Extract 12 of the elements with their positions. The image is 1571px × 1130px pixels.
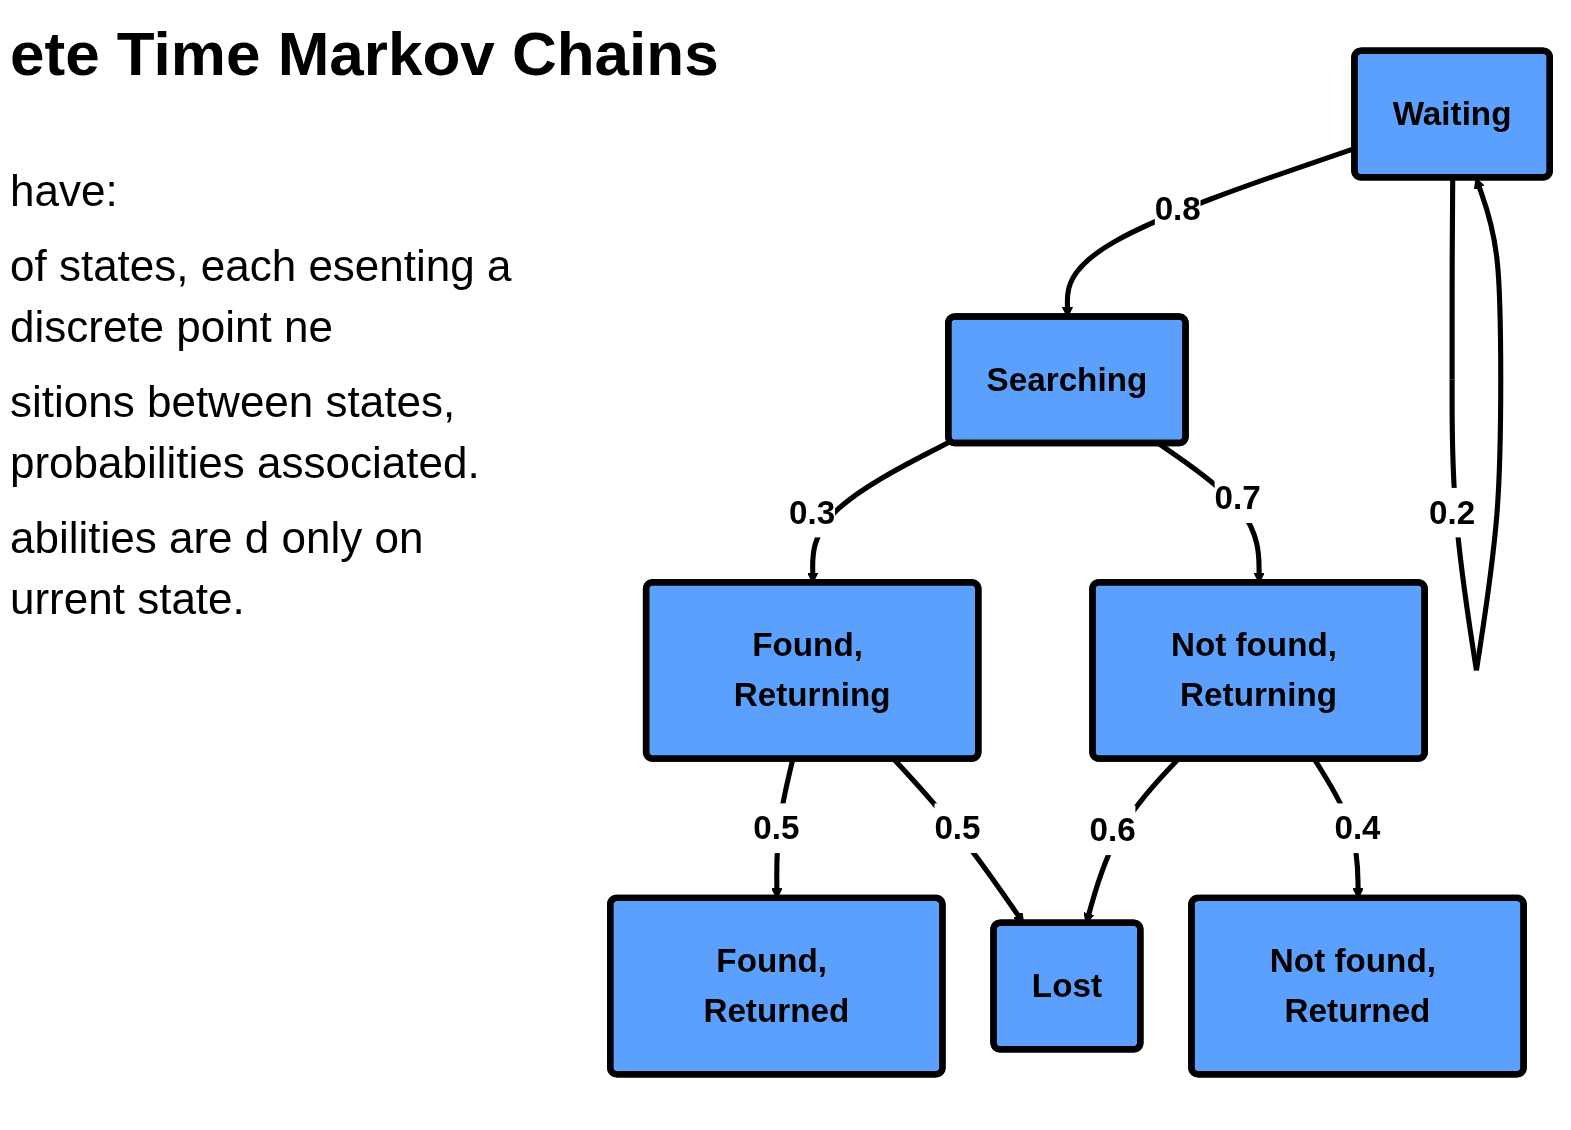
bullet-text: sitions between states, probabilities associated. xyxy=(10,376,481,489)
edge-label: 0.8 xyxy=(1154,189,1201,228)
bullet-text: have: xyxy=(10,165,119,217)
title: ete Time Markov Chains xyxy=(10,18,719,89)
bullet-text: abilities are d only on urrent state. xyxy=(10,512,425,625)
edge-label: 0.5 xyxy=(753,808,800,847)
edge-label: 0.5 xyxy=(934,808,981,847)
edge-label: 0.4 xyxy=(1334,808,1381,847)
edge-label: 0.7 xyxy=(1214,478,1261,517)
edge-label: 0.2 xyxy=(1429,492,1476,532)
edge-label: 0.3 xyxy=(789,492,836,532)
edge-label: 0.6 xyxy=(1089,810,1136,849)
